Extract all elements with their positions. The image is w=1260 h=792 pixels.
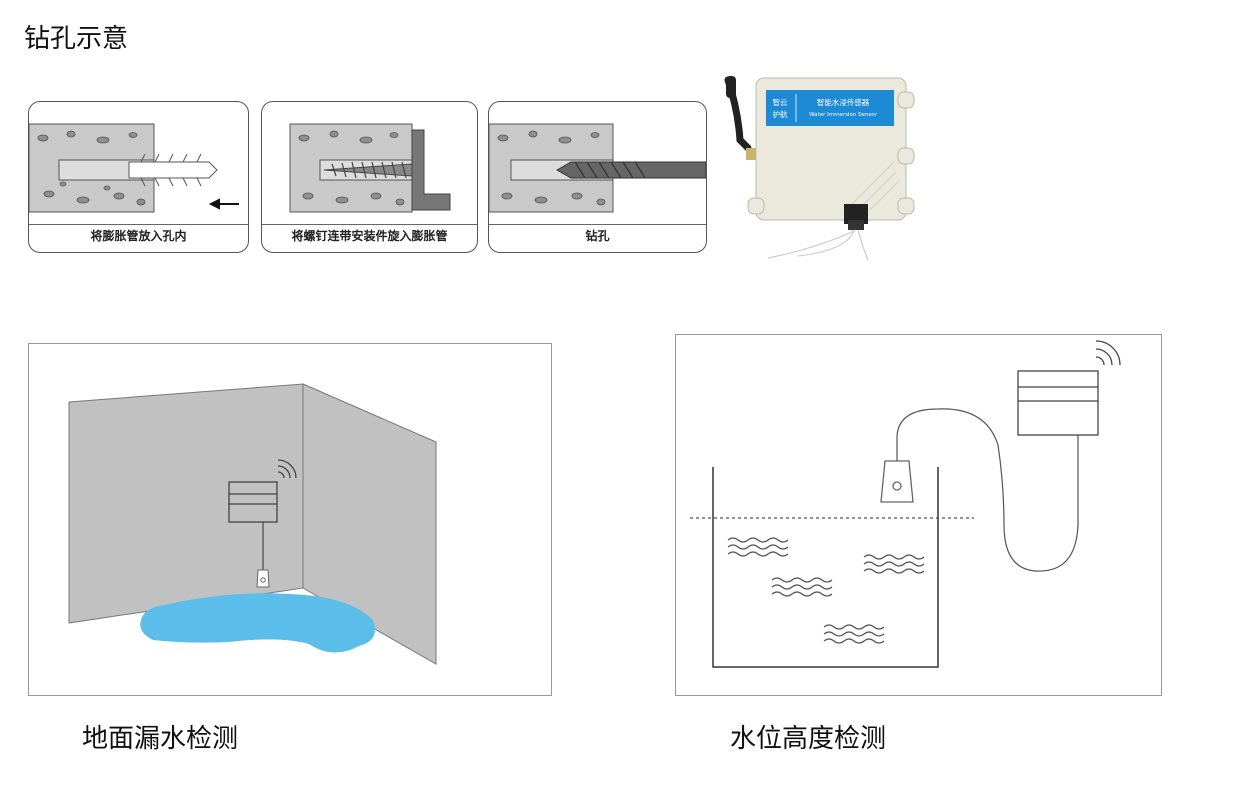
- device-name-en: Water Immersion Sensor: [809, 112, 878, 118]
- step-label: 钻孔: [585, 229, 610, 243]
- floor-leak-caption: 地面漏水检测: [82, 724, 239, 754]
- device-name: 智能水浸传感器: [817, 97, 870, 107]
- step-divider: [489, 224, 706, 225]
- device-label-panel: [766, 90, 894, 126]
- floor-leak-illustration: [68, 383, 437, 665]
- water-level-illustration: [690, 340, 1121, 668]
- step-screw-in: 将螺钉连带安装件旋入膨胀管: [261, 101, 478, 253]
- step-label: 将螺钉连带安装件旋入膨胀管: [291, 229, 448, 243]
- drill-illustration: [489, 123, 706, 213]
- step-label: 将膨胀管放入孔内: [90, 229, 187, 243]
- device-brand-line1: 智云: [773, 97, 788, 107]
- sensor-box-icon: [228, 481, 278, 523]
- page-title: 钻孔示意: [24, 24, 129, 54]
- sensor-box-icon: [1017, 370, 1099, 436]
- screw-in-illustration: [289, 123, 451, 213]
- wireless-signal-icon: [1095, 340, 1121, 366]
- water-immersion-sensor-device: 智云 护航 智能水浸传感器 Water Immersion Sensor: [724, 76, 915, 261]
- water-probe-icon: [256, 569, 270, 588]
- water-puddle: [140, 593, 376, 653]
- device-brand-line2: 护航: [773, 109, 788, 119]
- step-drill: 钻孔: [488, 101, 707, 253]
- probe-cable: [896, 408, 1079, 572]
- water-level-caption: 水位高度检测: [730, 724, 887, 754]
- water-waves: [727, 537, 925, 644]
- floor-leak-scene: [28, 343, 552, 696]
- cable-gland-icon: [844, 204, 868, 224]
- water-level-scene: [675, 334, 1162, 696]
- step-insert-anchor: 将膨胀管放入孔内: [28, 101, 249, 253]
- step-divider: [29, 224, 248, 225]
- wireless-signal-icon: [277, 459, 297, 479]
- insert-anchor-illustration: [29, 123, 239, 213]
- step-divider: [262, 224, 477, 225]
- water-tank: [712, 467, 939, 668]
